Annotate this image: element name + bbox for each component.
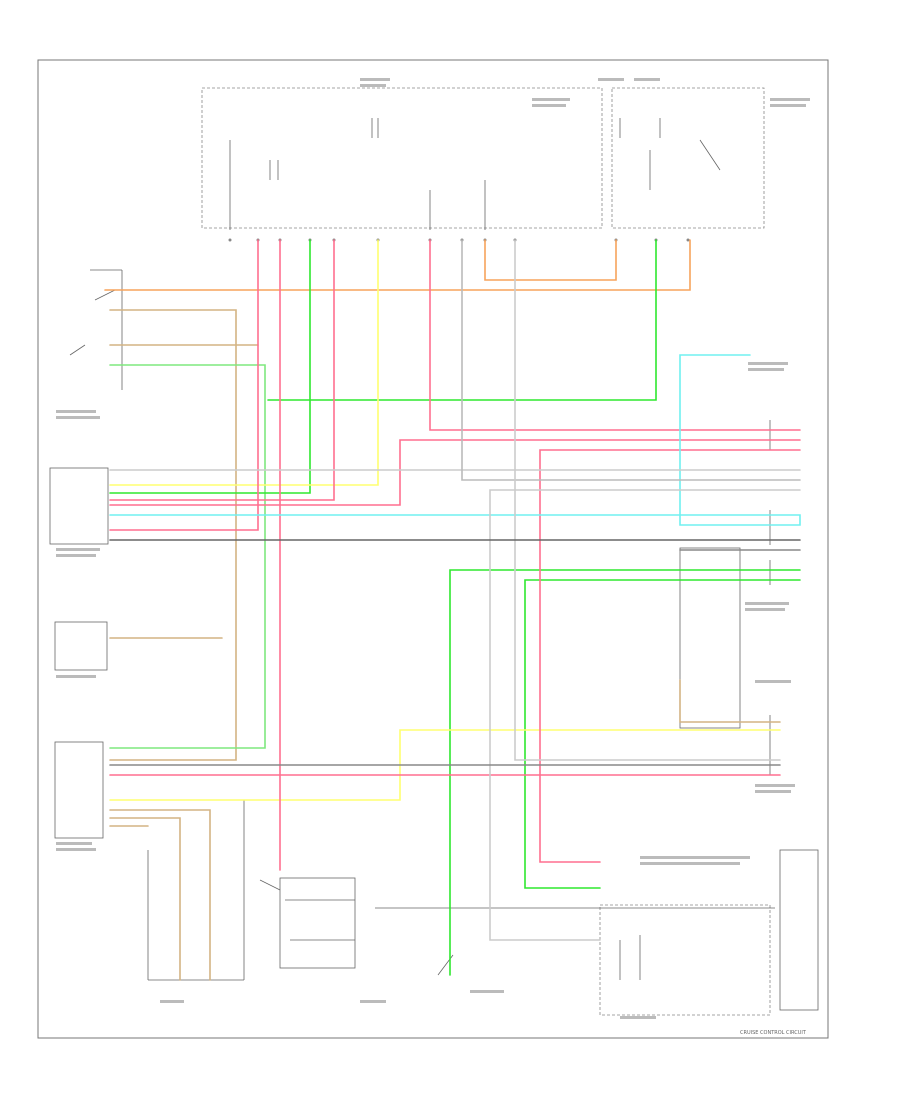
actuator-module [599,904,771,1016]
fuse-contacts [229,118,721,230]
sensor-module-left [54,621,108,671]
ecm-module-left [54,741,104,839]
wires [104,239,801,981]
under-dash-fuse-box [201,87,603,229]
diagram-border [37,59,829,1039]
cruise-control-unit [779,849,819,1011]
switch-contacts [69,289,116,356]
relay-box [611,87,765,229]
component-label-marks [56,78,810,1019]
diagram-caption: CRUISE CONTROL CIRCUIT [740,1030,807,1036]
switch-module-bracket [90,269,123,390]
bottom-components [147,800,775,981]
control-module-left [49,467,109,545]
connector-pin-row [228,238,690,242]
combination-module-right [679,547,741,729]
